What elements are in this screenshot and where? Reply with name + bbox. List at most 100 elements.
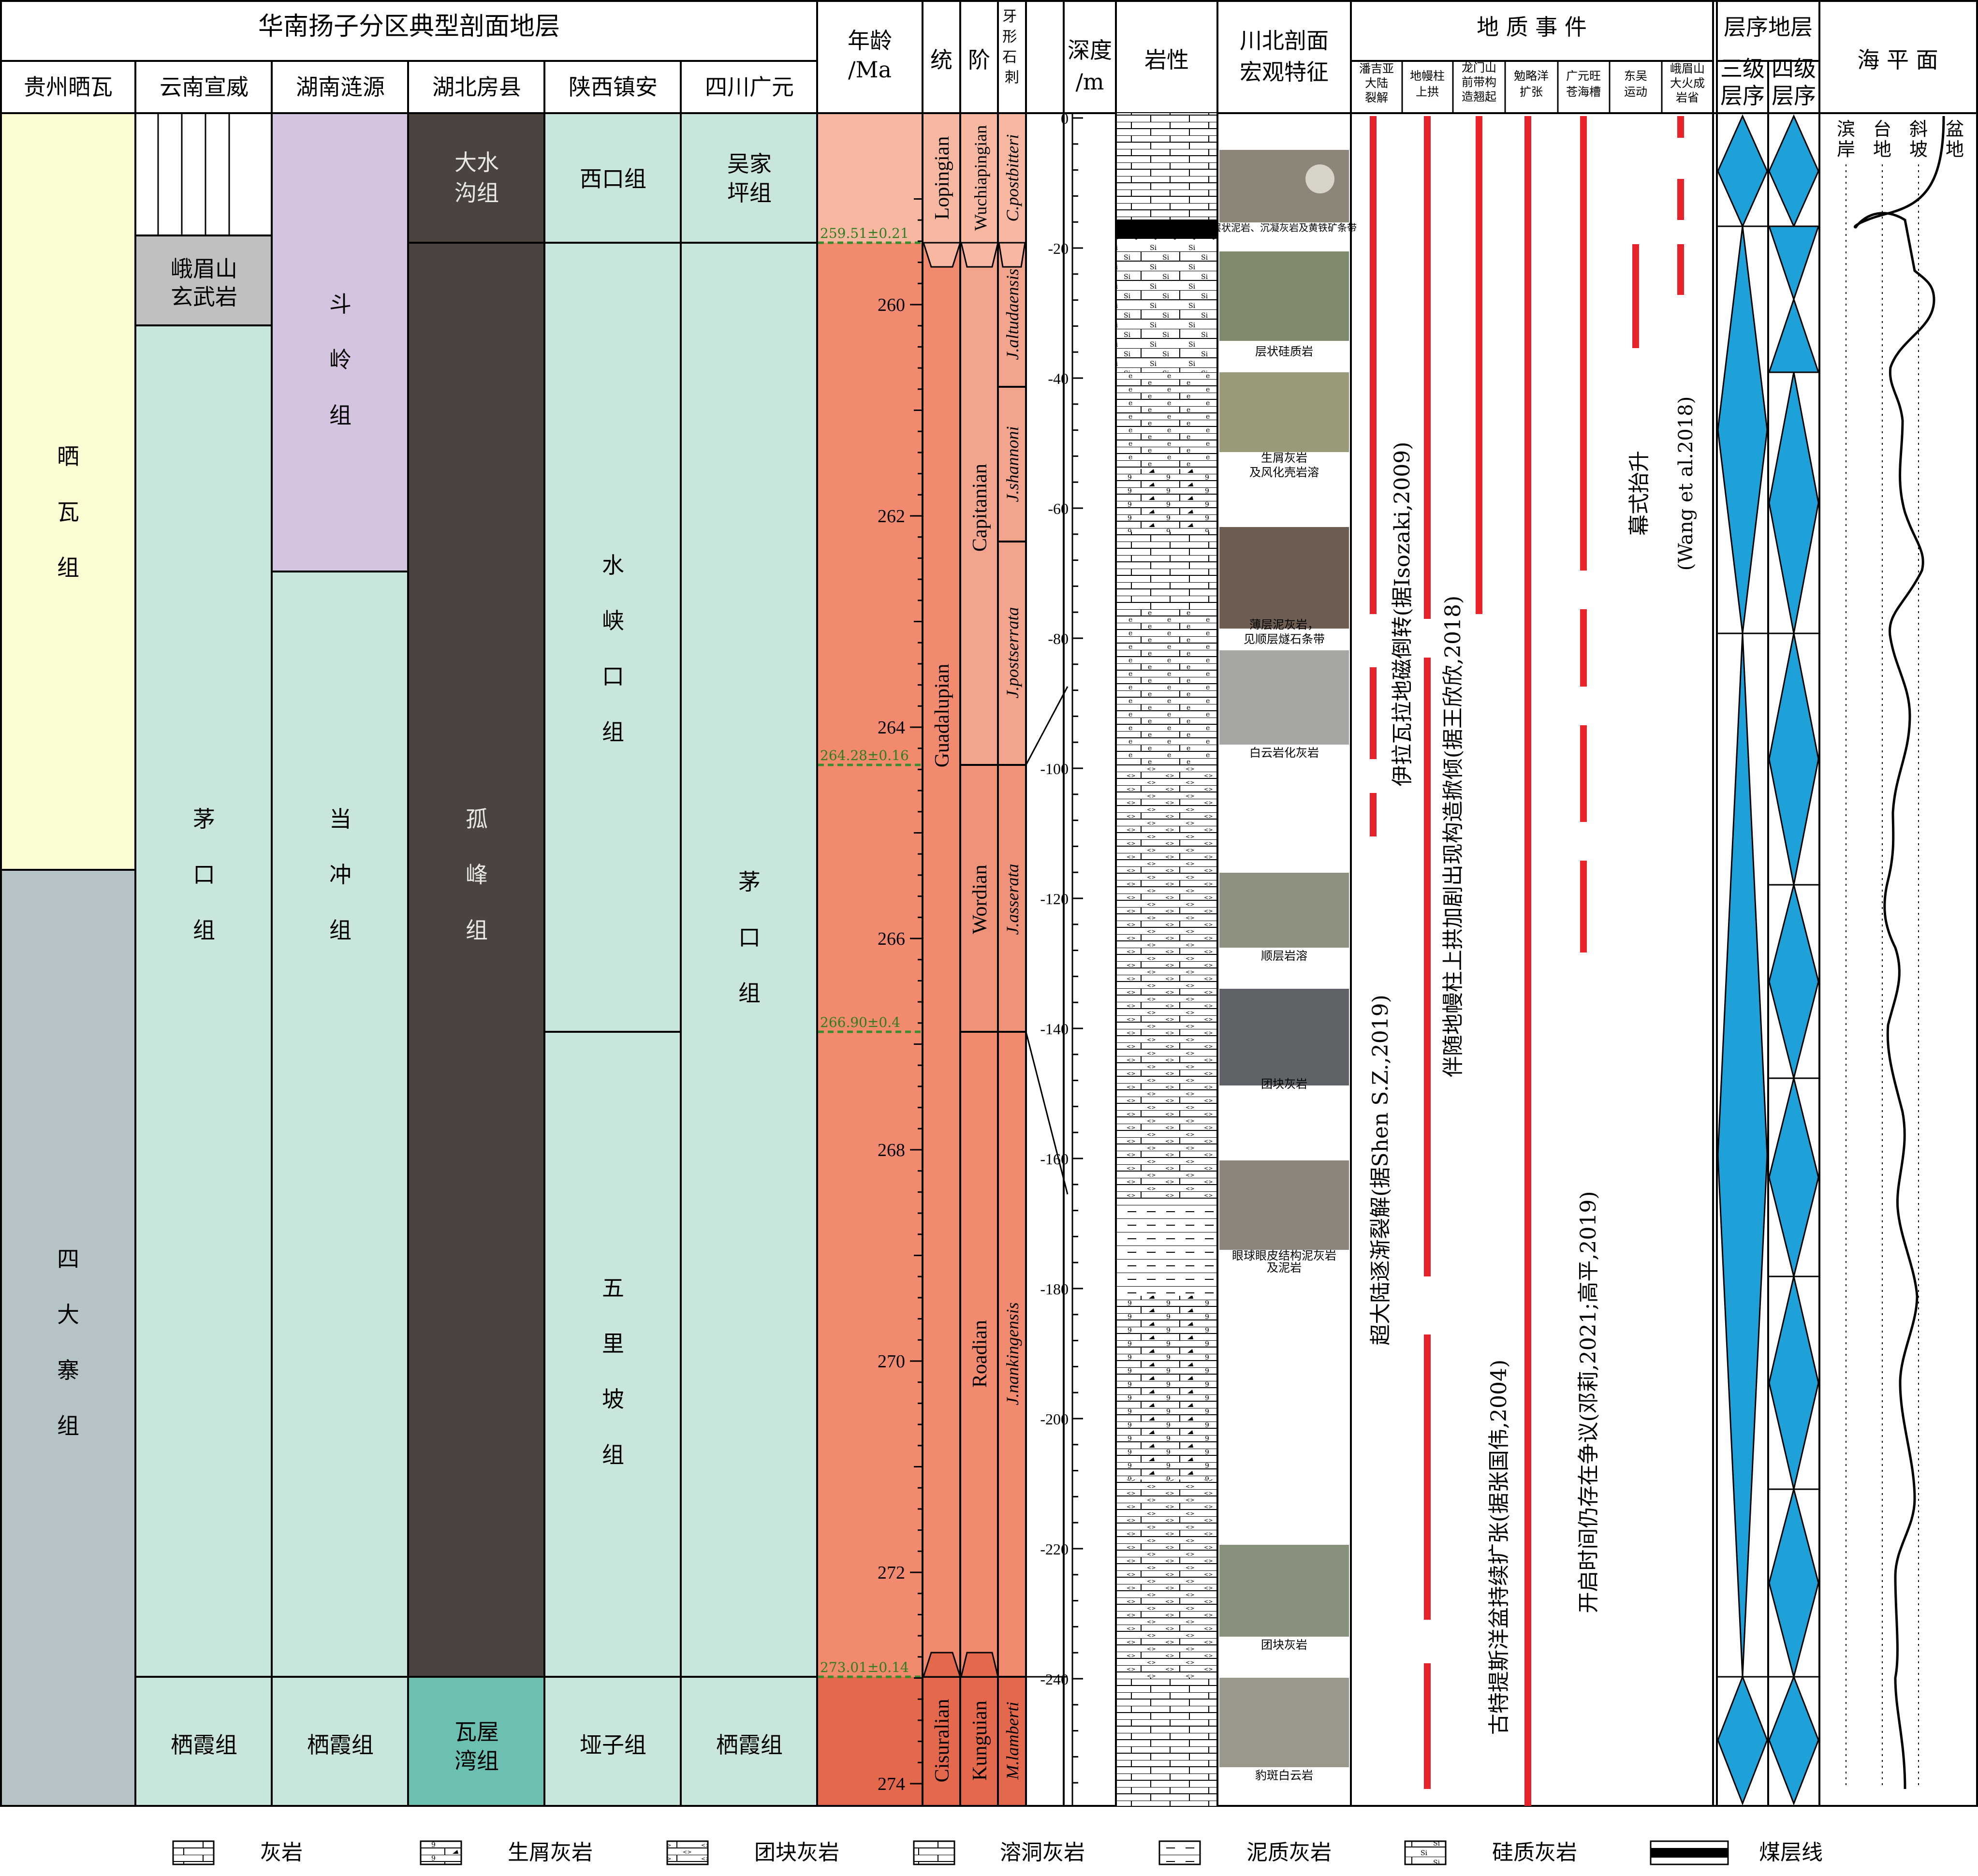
depth-tick-label: -240 (1040, 1671, 1069, 1688)
sequence-triangle-pair (1768, 1276, 1819, 1490)
sequence-triangle-pair (1768, 114, 1819, 228)
svg-text:灰岩: 灰岩 (260, 1840, 303, 1865)
photo-2 (1219, 251, 1349, 341)
dated-4: 273.01±0.14 (820, 1659, 909, 1675)
sl-platform-1: 台 (1873, 118, 1891, 140)
lithology-label: 岩性 (1144, 47, 1189, 73)
dated-3: 266.90±0.4 (820, 1014, 900, 1030)
section-name-guizhou: 贵州晒瓦 (24, 74, 113, 100)
legend-limestone: 灰岩 (172, 1840, 303, 1865)
qixia-formation-block-sichuan (682, 1677, 817, 1806)
conodont-label-1: 牙 (1002, 8, 1017, 25)
sequence-triangle-pair (1717, 1674, 1768, 1806)
sl-basin-1: 盆 (1946, 118, 1964, 140)
lithology-column: <> <> 9 Si Si (1116, 113, 1217, 1806)
depth-tick-label: -200 (1040, 1410, 1069, 1428)
age-tick-label: 260 (878, 295, 905, 315)
sequence-triangle-pair (1768, 633, 1819, 885)
event-note-5: 开启时间仍存在争议(邓莉,2021;高平,2019) (1576, 1191, 1601, 1613)
conodont-label-4: 刺 (1005, 69, 1019, 86)
age-tick-label: 270 (878, 1351, 905, 1372)
svg-text:潘吉亚大陆裂解: 潘吉亚大陆裂解 (1359, 62, 1394, 104)
depth-tick-label: -100 (1040, 760, 1069, 777)
wawuwan-formation-block (409, 1677, 544, 1806)
fm-wulipo: 五里坡组 (602, 1275, 624, 1468)
section-name-hunan: 湖南涟源 (296, 74, 385, 100)
photo-8 (1219, 1160, 1349, 1250)
fm-wawuwan: 瓦屋湾组 (454, 1719, 499, 1774)
dangchong-formation-block (273, 572, 408, 1677)
depth-tick-label: -160 (1040, 1150, 1069, 1168)
age-column (818, 113, 1025, 1806)
sequence-column (1717, 114, 1820, 1806)
photo-caption-2: 层状硅质岩 (1255, 345, 1313, 358)
stage-label: 阶 (968, 47, 990, 73)
sl-slope-1: 斜 (1909, 118, 1928, 140)
fm-dangchong: 当冲组 (329, 806, 352, 943)
age-tick-label: 272 (878, 1563, 905, 1583)
qixia-formation-block (136, 1677, 272, 1806)
svg-text:煤层线: 煤层线 (1759, 1840, 1823, 1865)
series-cisuralian: Cisuralian (931, 1699, 953, 1783)
stage-wordian: Wordian (969, 865, 991, 934)
age-tick-label: 266 (878, 929, 905, 949)
outcrop-photos (1219, 150, 1349, 1767)
chrono-labels: Lopingian Guadalupian Cisuralian Wuchiap… (931, 125, 1022, 1783)
age-tick-label: 268 (878, 1140, 905, 1160)
depth-tick-label: -120 (1040, 890, 1069, 908)
svg-text:东吴运动: 东吴运动 (1624, 69, 1647, 99)
macro-label-2: 宏观特征 (1240, 59, 1329, 85)
svg-text:溶洞灰岩: 溶洞灰岩 (1000, 1840, 1085, 1865)
depth-unit: /m (1075, 69, 1104, 95)
photo-5 (1219, 650, 1349, 745)
photo-caption-1: 层状泥岩、沉凝灰岩及黄铁矿条带 (1212, 222, 1357, 234)
conodont-altudaensis: J.altudaensis (1003, 269, 1022, 360)
fm-emeishan: 峨眉山玄武岩 (171, 256, 237, 310)
depth-tick-label: -60 (1048, 500, 1069, 517)
dated-2: 264.28±0.16 (820, 747, 909, 763)
age-unit: /Ma (848, 57, 892, 83)
sequence-triangle-up (1768, 297, 1820, 373)
section-names: 贵州晒瓦 云南宣威 湖南涟源 湖北房县 陕西镇安 四川广元 (24, 74, 794, 100)
fourth-order-label: 四级层序 (1772, 56, 1816, 109)
stage-kunguian: Kunguian (969, 1700, 991, 1781)
formation-names: 晒瓦组 四大寨组 峨眉山玄武岩 茅口组 栖霞组 斗岭组 当冲组 栖霞组 大水沟组… (57, 149, 783, 1774)
sl-basin-2: 地 (1946, 139, 1964, 160)
photo-9 (1219, 1545, 1349, 1637)
sequence-triangle-down (1768, 225, 1820, 302)
section-columns (1, 113, 817, 1806)
svg-text:硅质灰岩: 硅质灰岩 (1492, 1840, 1577, 1865)
sl-platform-2: 地 (1873, 139, 1891, 160)
conodont-nankingensis: J.nankingensis (1003, 1303, 1022, 1406)
series-label: 统 (930, 47, 952, 73)
event-headers: 潘吉亚大陆裂解 地幔柱上拱 龙门山前带构造翘起 勉略洋扩张 广元旺苍海槽 东吴运… (1359, 61, 1705, 104)
series-guadalupian: Guadalupian (931, 664, 953, 768)
conodont-postserrata: J.postserrata (1003, 607, 1022, 699)
photo-caption-3b: 及风化壳岩溶 (1249, 466, 1319, 479)
age-tick-label: 274 (878, 1774, 905, 1794)
sequence-triangle-pair (1717, 226, 1768, 634)
conodont-label: 牙 形 石 刺 (1002, 8, 1022, 86)
fm-maokou-yn: 茅口组 (193, 806, 215, 943)
fm-qixia-hn: 栖霞组 (307, 1732, 374, 1758)
gufeng-formation-block (409, 243, 544, 1677)
section-name-sichuan: 四川广元 (705, 74, 794, 100)
sl-shore-1: 滨 (1837, 118, 1855, 140)
fm-wujiaping: 吴家坪组 (727, 151, 772, 206)
photo-caption-8a: 眼球眼皮结构泥灰岩 (1232, 1249, 1336, 1262)
photo-caption-5: 白云岩化灰岩 (1249, 746, 1319, 760)
event-notes: 超大陆逐渐裂解(据Shen S.Z.,2019) 伊拉瓦拉地磁倒转(据Isoza… (1368, 396, 1697, 1735)
qixia-formation-block-hunan (273, 1677, 408, 1806)
depth-tick-label: -20 (1048, 240, 1069, 257)
series-lopingian: Lopingian (931, 136, 953, 220)
shaiwa-formation-block (1, 113, 135, 870)
svg-text:团块灰岩: 团块灰岩 (754, 1840, 839, 1865)
boundary-wedges (922, 242, 1026, 1678)
stage-roadian: Roadian (969, 1320, 991, 1388)
event-note-3: 伴随地幔柱上拱加剧出现构造掀倾(据王欣欣,2018) (1441, 596, 1465, 1077)
grid (0, 0, 1978, 1807)
photo-caption-6: 顺层岩溶 (1261, 949, 1307, 963)
svg-text:生屑灰岩: 生屑灰岩 (508, 1840, 593, 1865)
wulipo-formation-block (545, 1032, 681, 1677)
conodont-asserata: J.asserata (1003, 864, 1022, 935)
